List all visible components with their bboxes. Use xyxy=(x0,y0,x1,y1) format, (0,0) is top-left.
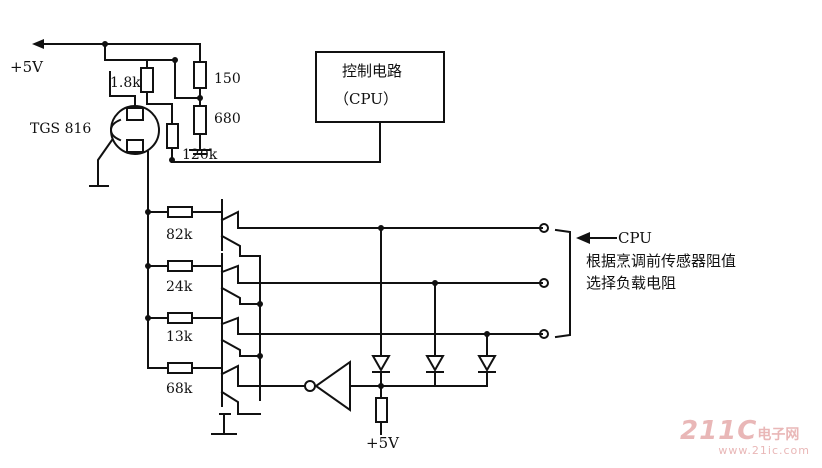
sensor-electrode-top xyxy=(126,107,144,121)
control-box-title: 控制电路 xyxy=(342,62,403,80)
r3-label: 680 xyxy=(214,111,241,127)
cpu-arrow-label: CPU xyxy=(618,229,652,247)
rb4-label: 68k xyxy=(166,381,193,397)
emitter-ground xyxy=(211,413,237,435)
wire-150-node xyxy=(146,59,201,99)
watermark-cn: 电子网 xyxy=(757,427,800,443)
resistor-120k xyxy=(166,123,179,149)
sensor-tgs816 xyxy=(110,105,160,155)
transistor-4 xyxy=(220,355,301,415)
transistor-2 xyxy=(220,253,543,305)
resistor-13k xyxy=(167,312,193,324)
r1-label: 1.8k xyxy=(110,75,141,91)
diode-2 xyxy=(425,355,445,373)
diode-3 xyxy=(477,355,497,373)
sensor-heater-gnd xyxy=(97,138,114,187)
sensor-heater xyxy=(110,118,122,142)
watermark-logo: 211C电子网 www.21ic.com xyxy=(680,416,810,460)
rb3-label: 13k xyxy=(166,329,193,345)
cpu-selector-bracket xyxy=(554,228,571,339)
sensor-electrode-bottom xyxy=(126,139,144,153)
inverter-buffer xyxy=(314,360,351,412)
watermark-url: www.21ic.com xyxy=(718,444,810,457)
ground-680 xyxy=(189,149,211,155)
control-box xyxy=(315,51,445,123)
vcc-bottom-label: +5V xyxy=(366,434,399,452)
resistor-82k xyxy=(167,206,193,218)
transistor-3 xyxy=(220,305,543,357)
sensor-label: TGS 816 xyxy=(30,121,92,137)
rb2-label: 24k xyxy=(166,279,193,295)
resistor-24k xyxy=(167,260,193,272)
vcc-top-label: +5V xyxy=(10,58,43,76)
wire-to-1.8k xyxy=(104,43,148,69)
r2-label: 150 xyxy=(214,71,241,87)
note-line-2: 选择负载电阻 xyxy=(586,274,677,292)
wire-1.8k-sensor xyxy=(146,91,173,125)
control-box-subtitle: （CPU） xyxy=(334,90,398,108)
r4-label: 120k xyxy=(182,147,218,163)
resistor-680 xyxy=(193,105,207,135)
sensor-wire-top xyxy=(109,71,136,109)
vcc-arrow xyxy=(32,39,44,49)
note-line-1: 根据烹调前传感器阻值 xyxy=(586,252,737,270)
resistor-68k xyxy=(167,362,193,374)
rb1-label: 82k xyxy=(166,227,193,243)
diode-1 xyxy=(371,355,391,373)
resistor-1.8k xyxy=(140,67,154,93)
pullup-resistor xyxy=(375,397,388,423)
watermark-brand: 211C xyxy=(680,416,758,446)
wire-120k-out xyxy=(171,121,381,163)
resistor-150 xyxy=(193,61,207,89)
